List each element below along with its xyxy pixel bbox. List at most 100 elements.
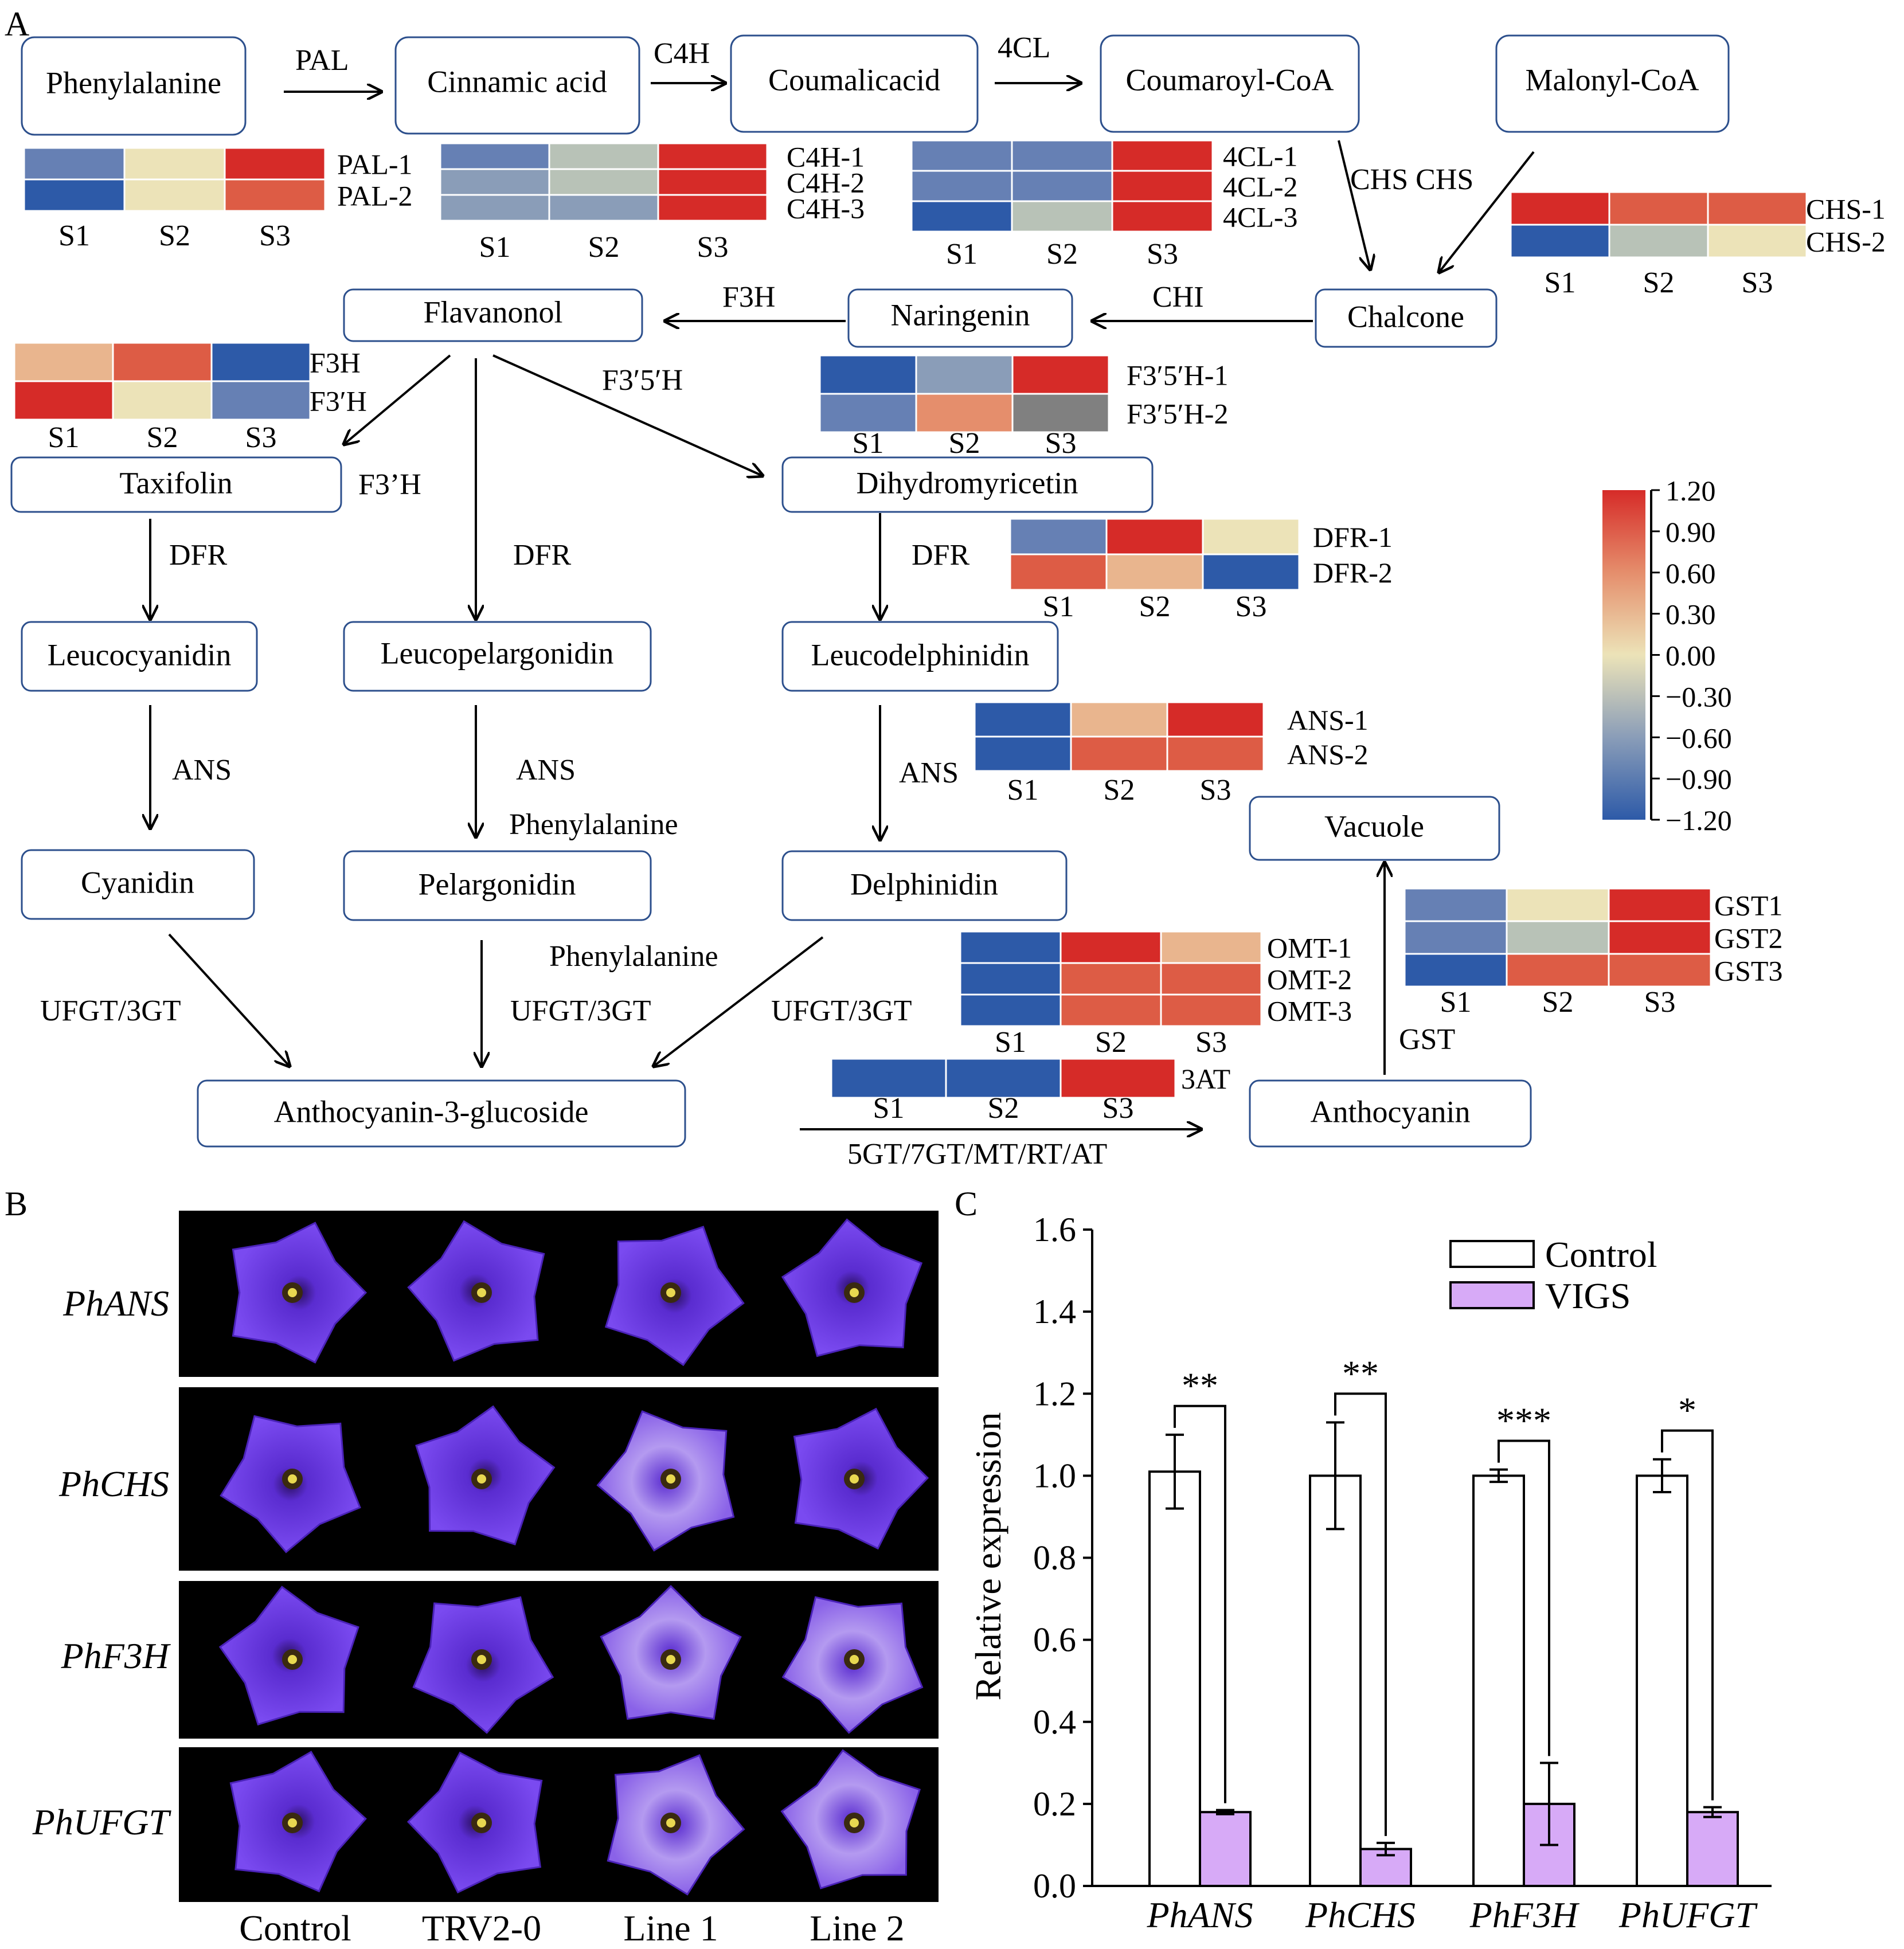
y-tick-label: 1.0 [1033, 1457, 1076, 1494]
enzyme-pal: PAL [295, 44, 349, 77]
flower-stamen [477, 1474, 486, 1484]
node-leucodelphinidin: Leucodelphinidin [781, 621, 1059, 692]
heatmap-cell [548, 142, 659, 170]
bars: **PhANS**PhCHS***PhF3H*PhUFGT [1147, 1353, 1758, 1935]
heatmap-sample-label: S1 [479, 231, 511, 264]
heatmap-sample-label: S2 [1139, 590, 1171, 623]
heatmap-sample-label: S3 [1102, 1092, 1134, 1125]
heatmap-cell [1510, 224, 1610, 259]
arrow-ufgt-1 [168, 933, 290, 1066]
colorbar-tick-label: −1.20 [1665, 804, 1732, 836]
heatmap-cell [1111, 170, 1214, 202]
row-label-phufgt: PhUFGT [32, 1802, 172, 1842]
heatmap-row-label: PAL-1 [337, 148, 413, 181]
heatmap-cell [1707, 224, 1808, 259]
heatmap-sample-label: S3 [259, 220, 291, 252]
node-label: Anthocyanin-3-glucoside [274, 1094, 589, 1129]
heatmap-cell [973, 735, 1072, 772]
heatmap-cell [1506, 920, 1610, 955]
node-flavanonol: Flavanonol [343, 288, 643, 342]
node-malonyl-coa: Malonyl-CoA [1495, 34, 1730, 133]
heatmap-cell [112, 342, 213, 382]
enzyme-chs: CHS CHS [1350, 163, 1473, 196]
heatmap-row-label: C4H-3 [787, 193, 865, 225]
heatmap-cell [23, 178, 126, 212]
enzyme-ans-1: ANS [172, 754, 232, 786]
heatmap-row-label: 3AT [1181, 1063, 1230, 1095]
heatmap-cell [548, 168, 659, 196]
heatmap-cell [1403, 920, 1508, 955]
heatmap-sample-label: S3 [1195, 1026, 1227, 1059]
bar-control [1472, 1474, 1525, 1887]
heatmap-row-label: GST1 [1714, 890, 1782, 922]
flower-stamen [850, 1655, 859, 1664]
node-label: Vacuole [1324, 809, 1424, 843]
legend-label-control: Control [1545, 1234, 1657, 1275]
heatmap-sample-label: S2 [1104, 774, 1135, 807]
heatmap-sample-label: S1 [946, 238, 978, 271]
node-cyanidin: Cyanidin [21, 849, 255, 920]
heatmap-cell [1011, 170, 1113, 202]
heatmap-sample-label: S3 [1045, 427, 1077, 460]
heatmap-row-label: 4CL-1 [1223, 140, 1298, 173]
heatmap-cell [959, 993, 1062, 1027]
heatmap-cell [1059, 1058, 1176, 1099]
y-tick-label: 0.2 [1033, 1785, 1076, 1823]
bar-control [1148, 1470, 1201, 1887]
flower-stamen [666, 1655, 675, 1664]
node-label: Leucopelargonidin [381, 636, 614, 670]
significance-label: ** [1182, 1365, 1218, 1406]
heatmap-sample-label: S3 [1200, 774, 1231, 807]
heatmap-sample-label: S2 [1643, 267, 1675, 299]
heatmap-row-label: PAL-2 [337, 180, 413, 212]
heatmap-cell [1608, 920, 1712, 955]
heatmap-cell [959, 962, 1062, 996]
heatmap-sample-label: S2 [147, 421, 178, 454]
row-label-phf3h: PhF3H [61, 1635, 171, 1676]
heatmap-cell [973, 701, 1072, 738]
enzyme-c4h: C4H [654, 37, 710, 70]
node-pelargonidin: Pelargonidin [343, 850, 652, 921]
flower-photo [232, 1222, 367, 1364]
node-dihydromyricetin: Dihydromyricetin [781, 456, 1154, 513]
heatmap-cell [657, 168, 768, 196]
heatmap-cell [13, 380, 114, 421]
enzyme-gt-route: 5GT/7GT/MT/RT/AT [847, 1138, 1107, 1171]
node-leucocyanidin: Leucocyanidin [21, 621, 258, 692]
bar-control [1309, 1474, 1362, 1887]
enzyme-ans-3: ANS [899, 757, 959, 789]
enzyme-phenylalanine-1: Phenylalanine [509, 808, 678, 841]
node-label: Malonyl-CoA [1526, 62, 1699, 97]
flower-stamen [666, 1474, 675, 1484]
colorbar-tick-label: 0.30 [1665, 598, 1716, 631]
bar-control [1636, 1474, 1688, 1887]
heatmap-sample-label: S3 [1236, 590, 1267, 623]
heatmap-sample-label: S3 [1742, 267, 1773, 299]
x-tick-label: PhCHS [1305, 1895, 1416, 1935]
flower-stamen [477, 1288, 486, 1297]
flower-stamen [288, 1474, 297, 1484]
panel-label-c: C [955, 1185, 978, 1223]
node-label: Naringenin [891, 298, 1030, 332]
heatmap-cell [1506, 887, 1610, 922]
heatmap-cell [910, 139, 1013, 172]
enzyme-chi: CHI [1152, 281, 1204, 314]
colorbar-tick-label: 0.90 [1665, 516, 1716, 548]
heatmap-cell [1111, 139, 1214, 172]
heatmap-cell [439, 194, 550, 222]
node-label: Cinnamic acid [427, 64, 607, 99]
heatmap-sample-label: S1 [1007, 774, 1039, 807]
arrow-flavanonol-taxifolin [344, 354, 451, 444]
heatmap-sample-label: S2 [588, 231, 620, 264]
panel-label-b: B [5, 1185, 28, 1223]
heatmap-cell [915, 393, 1014, 433]
heatmap-sample-label: S1 [853, 427, 884, 460]
heatmap-cell [1105, 518, 1204, 555]
node-vacuole: Vacuole [1249, 796, 1500, 861]
flower-panel: PhANS PhCHS PhF3H PhUFGT Control TRV2-0 … [32, 1211, 939, 1948]
node-cinnamic-acid: Cinnamic acid [394, 36, 640, 135]
heatmap-cell [224, 178, 326, 212]
heatmap-row-label: OMT-1 [1267, 932, 1352, 964]
